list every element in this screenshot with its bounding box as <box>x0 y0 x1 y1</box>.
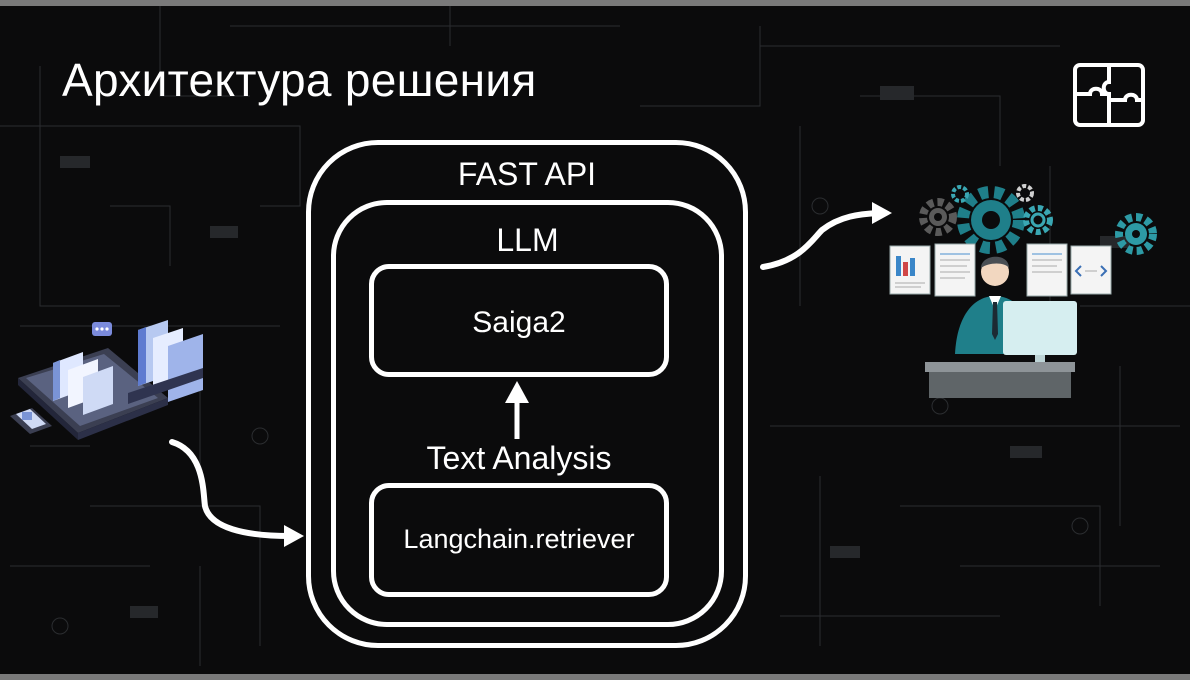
llm-container <box>331 200 724 627</box>
input-arrow-icon <box>169 439 304 547</box>
gear-icon <box>919 198 957 236</box>
fastapi-container <box>306 140 748 648</box>
gear-icon <box>957 186 1025 254</box>
slide: Архитектура решения FAST API LLM Saiga2 … <box>0 6 1190 674</box>
arrow-up-icon <box>505 381 529 439</box>
business-user-illustration <box>889 184 1157 398</box>
fastapi-label: FAST API <box>457 156 597 192</box>
retriever-label: Langchain.retriever <box>403 524 635 554</box>
arrows-layer <box>169 202 892 547</box>
puzzle-icon <box>1073 63 1145 127</box>
retriever-box <box>369 483 669 597</box>
llm-label: LLM <box>496 222 559 258</box>
output-arrow-icon <box>760 202 892 270</box>
circuit-background <box>0 6 1190 666</box>
gear-icon <box>951 184 1034 203</box>
data-storage-illustration <box>10 320 203 440</box>
slide-title: Архитектура решения <box>62 54 537 106</box>
gear-icon <box>1115 213 1157 255</box>
gear-icon <box>1023 205 1053 235</box>
saiga-label: Saiga2 <box>472 306 566 339</box>
saiga-box <box>369 264 669 377</box>
text-analysis-label: Text Analysis <box>426 440 612 476</box>
